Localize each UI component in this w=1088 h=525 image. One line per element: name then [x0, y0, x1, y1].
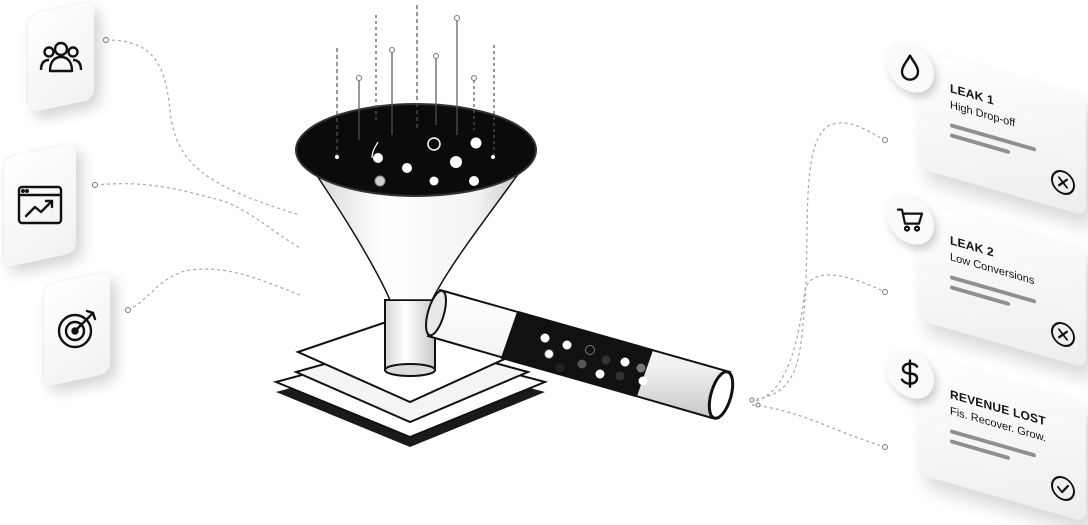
funnel-opening — [296, 104, 536, 196]
x-circle-icon — [1051, 170, 1075, 195]
card-revenue-lost-badge — [886, 342, 934, 405]
card-revenue-lost: REVENUE LOST Fis. Recover. Grow. — [886, 342, 1086, 523]
outlet-pipe — [425, 288, 735, 420]
card-leak-2: LEAK 2 Low Conversions — [886, 188, 1086, 369]
funnel-particles — [335, 137, 495, 187]
source-tile-audience — [28, 0, 94, 114]
placeholder-bar — [950, 285, 1010, 307]
card-leak-1: LEAK 1 High Drop-off — [886, 36, 1086, 217]
x-circle-icon — [1051, 322, 1075, 347]
source-tile-target — [44, 270, 110, 388]
droplet-icon — [900, 54, 920, 81]
analytics-chart-icon — [17, 185, 63, 225]
falling-streams — [336, 5, 495, 155]
placeholder-bar — [950, 439, 1010, 461]
source-tile-analytics — [4, 142, 76, 268]
target-icon — [57, 309, 97, 349]
check-circle-icon — [1051, 476, 1075, 501]
cart-icon — [896, 208, 924, 232]
dollar-icon — [900, 359, 919, 388]
users-icon — [39, 41, 83, 73]
pipe-particles — [540, 333, 648, 386]
placeholder-bar — [950, 133, 1010, 155]
card-leak-1-badge — [886, 36, 934, 99]
card-leak-2-badge — [886, 188, 934, 251]
